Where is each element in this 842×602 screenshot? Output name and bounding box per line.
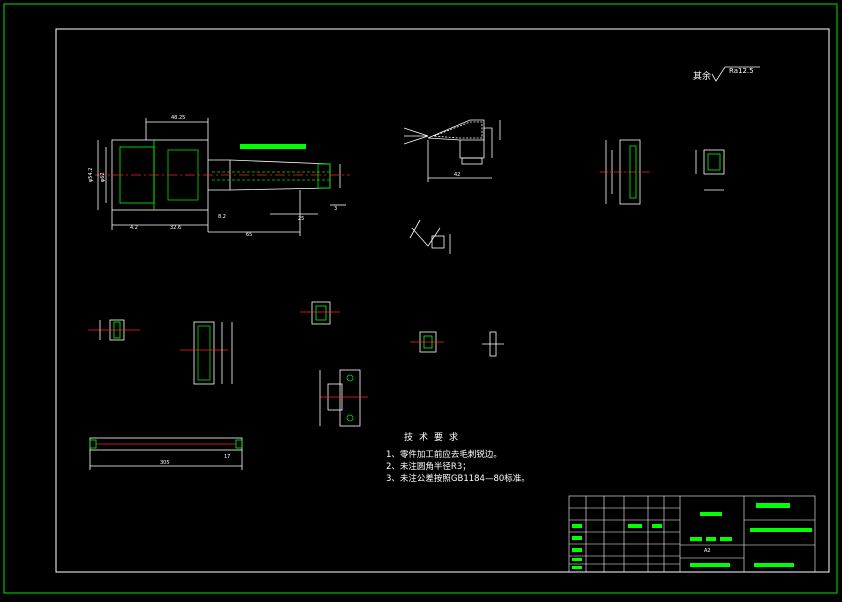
- small-part-2: [180, 321, 233, 385]
- dim-text: 48.25: [171, 115, 185, 121]
- dim-text: 4.2: [130, 225, 138, 231]
- dim-text: 25: [298, 216, 304, 222]
- cutter-view: [403, 119, 501, 182]
- technical-requirements: 技术要求 1、零件加工前应去毛刺锐边。 2、未注圆角半径R3； 3、未注公差按照…: [386, 430, 530, 485]
- roughness-value: Ra12.5: [729, 67, 754, 75]
- tech-req-title: 技术要求: [404, 433, 465, 443]
- small-part-3: [300, 301, 340, 325]
- dim-text: φ54.2: [88, 168, 94, 182]
- main-shaft-dims: 48.25 φ54.2 φ62 4.2 32.6 8.2 65 25 3: [88, 115, 337, 238]
- roughness-prefix: 其余: [693, 70, 711, 82]
- bearing-view: [319, 369, 368, 427]
- dim-text: 3: [334, 206, 337, 212]
- angle-detail: [409, 219, 451, 254]
- dim-text: 17: [224, 454, 230, 460]
- dim-text: φ62: [100, 172, 106, 182]
- small-part-5: [482, 331, 504, 357]
- dim-text: 65: [246, 232, 252, 238]
- outer-border: [3, 3, 838, 594]
- dim-text: 32.6: [170, 225, 181, 231]
- leader-highlight: [240, 144, 306, 149]
- scale-label: A2: [704, 548, 711, 554]
- small-part-1: [88, 319, 140, 341]
- inner-border: [55, 28, 830, 573]
- tech-req-item-2: 2、未注圆角半径R3；: [386, 462, 471, 472]
- tech-req-item-1: 1、零件加工前应去毛刺锐边。: [386, 450, 502, 460]
- dim-text: 42: [454, 172, 460, 178]
- title-block-fills: [572, 503, 812, 569]
- small-part-4: [410, 331, 444, 353]
- tech-req-item-3: 3、未注公差按照GB1184—80标准。: [386, 474, 530, 484]
- roughness-symbol: 其余 Ra12.5: [693, 66, 760, 82]
- long-shaft: [89, 437, 243, 470]
- dim-text: 305: [160, 460, 170, 466]
- dim-text: 8.2: [218, 214, 226, 220]
- main-shaft-view: [95, 118, 350, 236]
- flange-view: [600, 139, 725, 205]
- title-block: [568, 495, 816, 573]
